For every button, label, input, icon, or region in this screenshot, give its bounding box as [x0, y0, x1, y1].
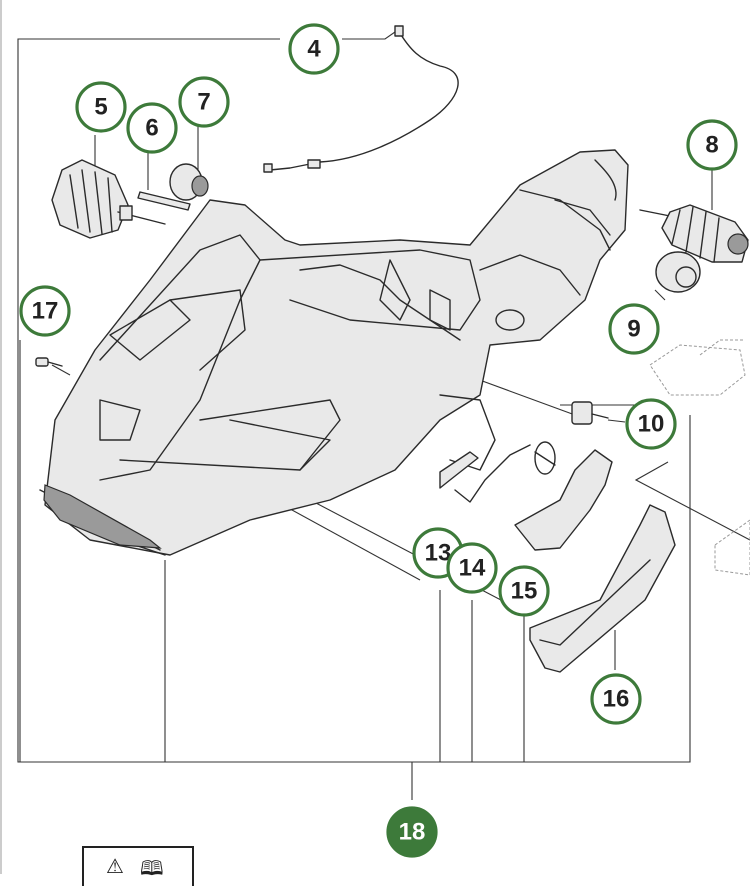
svg-text:9: 9	[627, 316, 640, 343]
part-14-spring-wire	[454, 444, 531, 503]
callout-15[interactable]: 15	[498, 565, 550, 617]
svg-text:16: 16	[603, 686, 630, 713]
callout-17[interactable]: 17	[19, 285, 71, 337]
svg-text:7: 7	[197, 89, 210, 116]
svg-text:4: 4	[307, 36, 321, 63]
warning-info-box: ⚠ 🕮	[82, 846, 194, 886]
part-9-ring	[655, 251, 701, 293]
part-10-stop	[571, 401, 609, 425]
callout-6[interactable]: 6	[126, 102, 178, 154]
part-5-buffer	[51, 159, 166, 239]
callout-18[interactable]: 18	[386, 806, 438, 858]
svg-text:6: 6	[145, 115, 158, 142]
part-16-cover	[529, 504, 676, 673]
manual-book-icon: 🕮	[140, 858, 164, 880]
svg-text:10: 10	[638, 411, 665, 438]
callout-9[interactable]: 9	[608, 303, 660, 355]
callout-14[interactable]: 14	[446, 542, 498, 594]
part-4-cable	[263, 25, 459, 173]
warning-triangle-icon: ⚠	[106, 856, 124, 878]
svg-text:15: 15	[511, 578, 538, 605]
svg-text:13: 13	[425, 540, 452, 567]
part-6-pin	[137, 191, 191, 211]
part-17-screw	[35, 357, 63, 367]
part-7-bushing	[169, 163, 209, 201]
main-handle-housing	[39, 149, 629, 556]
callout-4[interactable]: 4	[288, 23, 340, 75]
svg-text:18: 18	[399, 819, 426, 846]
assembly-bracket	[17, 38, 691, 800]
callout-10[interactable]: 10	[625, 398, 677, 450]
svg-text:8: 8	[705, 132, 718, 159]
part-8-buffer	[639, 204, 749, 263]
callout-8[interactable]: 8	[686, 119, 738, 171]
part-13-lever	[439, 451, 479, 489]
callout-5[interactable]: 5	[75, 81, 127, 133]
svg-text:5: 5	[94, 94, 107, 121]
ghost-outline	[649, 339, 750, 576]
svg-text:14: 14	[459, 555, 486, 582]
part-15-trigger	[514, 441, 613, 551]
svg-text:17: 17	[32, 298, 59, 325]
callout-7[interactable]: 7	[178, 76, 230, 128]
callout-16[interactable]: 16	[590, 673, 642, 725]
